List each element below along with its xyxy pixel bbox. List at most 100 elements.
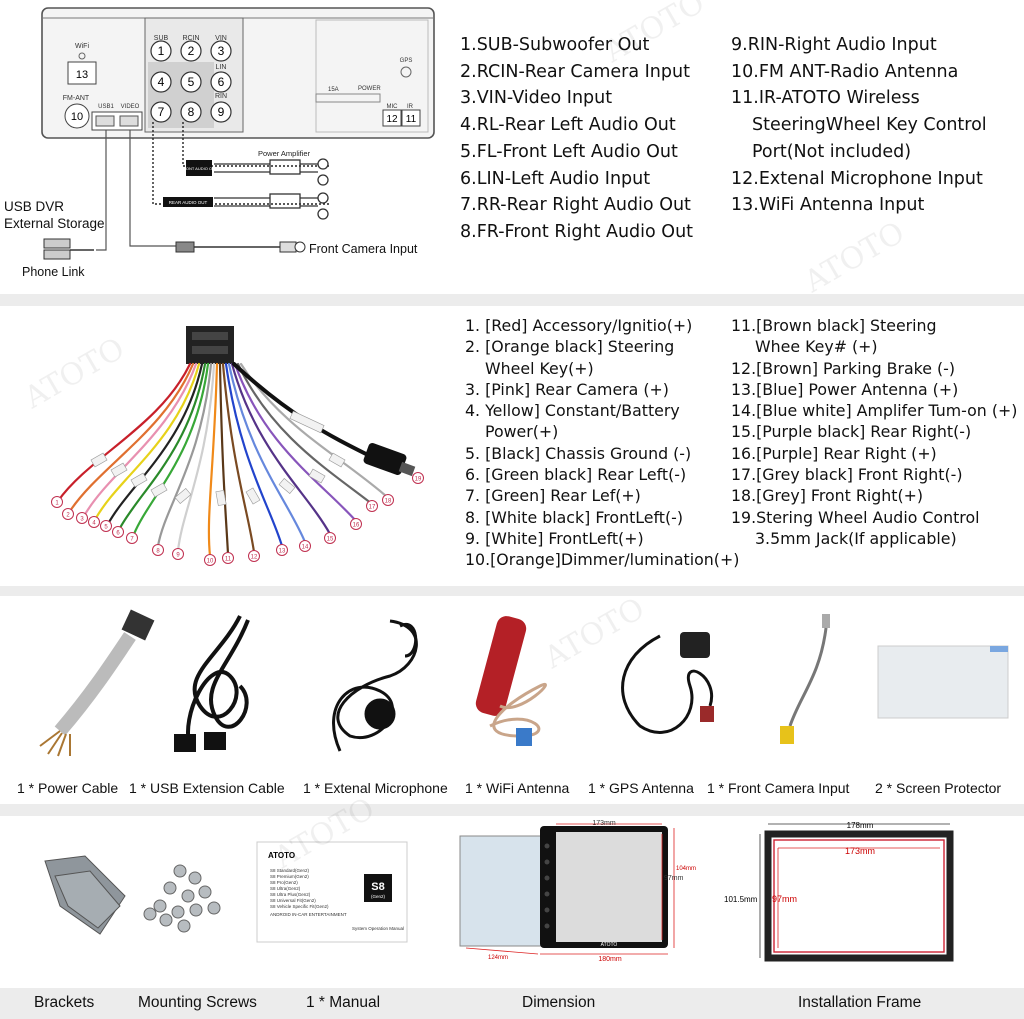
- ir-port-number: 11: [406, 114, 417, 125]
- rin-port-label: RIN: [215, 93, 227, 100]
- rr-port-number: 7: [158, 105, 165, 119]
- manual-model-line: S8 Ultra Plus(Gen2): [270, 892, 311, 897]
- list-item: 17.[Grey black] Front Right(-): [731, 465, 963, 485]
- list-item: Power(+): [485, 422, 559, 442]
- manual-image: ATOTO S8 Standard(Gen2) S8 Premium(Gen2)…: [256, 841, 408, 943]
- frame-inner-width: 173mm: [845, 846, 875, 856]
- dimension-drawing: ATOTO 173mm 104mm 97mm 124mm 180mm: [459, 820, 696, 963]
- accessory-label-power-cable: 1 * Power Cable: [17, 780, 119, 796]
- lin-port-label: LIN: [216, 64, 227, 71]
- dimension-height-right: 104mm: [676, 866, 696, 872]
- harness-marker-number: 1: [55, 501, 59, 507]
- label-manual: 1 * Manual: [306, 994, 381, 1011]
- manual-model-line: S8 Vehicle Specific Fit(Gen2): [270, 904, 329, 909]
- harness-marker-number: 9: [176, 553, 180, 559]
- mounting-screws-image: [143, 864, 221, 933]
- harness-marker: [112, 526, 124, 538]
- frame-outer-height: 101.5mm: [724, 895, 758, 904]
- video-port-label: VIDEO: [121, 104, 140, 110]
- harness-marker: [62, 508, 74, 520]
- list-item: 6. [Green black] Rear Left(-): [465, 465, 687, 485]
- list-item: 2.RCIN-Rear Camera Input: [460, 61, 690, 82]
- harness-marker-number: 10: [207, 559, 214, 565]
- harness-marker: [350, 518, 362, 530]
- list-item: 2. [Orange black] Steering: [465, 337, 675, 357]
- harness-marker-number: 17: [369, 505, 376, 511]
- list-item: 5. [Black] Chassis Ground (-): [465, 443, 692, 463]
- list-item: 4.RL-Rear Left Audio Out: [460, 115, 676, 136]
- harness-marker: [51, 496, 63, 508]
- harness-marker: [248, 550, 260, 562]
- label-installation-frame: Installation Frame: [798, 994, 922, 1011]
- vin-port-label: VIN: [215, 35, 227, 42]
- harness-marker: [382, 494, 394, 506]
- harness-marker: [152, 544, 164, 556]
- manual-model-line: S8 Pro(Gen2): [270, 880, 298, 885]
- sub-port-label: SUB: [154, 35, 169, 42]
- manual-model: S8: [371, 881, 384, 893]
- label-mounting-screws: Mounting Screws: [138, 994, 257, 1011]
- harness-marker-number: 12: [251, 555, 258, 561]
- list-item: 10.FM ANT-Radio Antenna: [731, 61, 959, 82]
- fr-port-number: 8: [188, 105, 195, 119]
- list-item: Whee Key# (+): [755, 337, 878, 357]
- rcin-port-number: 2: [188, 44, 195, 58]
- lin-port-number: 6: [218, 75, 225, 89]
- manual-tagline: ANDROID IN-CAR ENTERTAINMENT: [270, 912, 347, 917]
- harness-marker-number: 15: [327, 537, 334, 543]
- harness-marker-number: 19: [415, 477, 422, 483]
- gps-port-label: GPS: [400, 58, 413, 64]
- harness-marker-number: 6: [116, 531, 120, 537]
- harness-marker: [276, 544, 288, 556]
- harness-marker: [76, 512, 88, 524]
- fuse-label: 15A: [328, 87, 339, 93]
- section-divider: [0, 294, 1024, 306]
- gps-antenna-image: [621, 632, 714, 734]
- front-audio-out-label: FRONT AUDIO OUT: [181, 166, 218, 171]
- accessory-images: [39, 609, 1009, 757]
- harness-marker-number: 2: [66, 513, 70, 519]
- front-camera-input-label: Front Camera Input: [309, 242, 418, 256]
- list-item: 7. [Green] Rear Lef(+): [465, 486, 641, 506]
- harness-marker: [172, 548, 184, 560]
- manual-model-line: S8 Universal Fit(Gen2): [270, 898, 316, 903]
- rl-port-number: 4: [158, 75, 165, 89]
- harness-marker: [204, 554, 216, 566]
- rear-audio-out-label: REAR AUDIO OUT: [169, 200, 208, 205]
- dimension-depth: 124mm: [488, 955, 508, 961]
- harness-marker: [299, 540, 311, 552]
- manual-model-line: S8 Ultra(Gen2): [270, 886, 301, 891]
- frame-outer-width: 178mm: [847, 821, 874, 830]
- harness-marker: [222, 552, 234, 564]
- list-item: 14.[Blue white] Amplifer Tum-on (+): [731, 401, 1018, 421]
- harness-marker-number: 8: [156, 549, 160, 555]
- wifi-port-label: WiFi: [75, 43, 89, 50]
- harness-marker: [324, 532, 336, 544]
- manual-model-sub: (Gen2): [371, 894, 386, 899]
- vin-port-number: 3: [218, 44, 225, 58]
- list-item: 11.IR-ATOTO Wireless: [731, 88, 920, 109]
- wifi-port-number: 13: [76, 69, 88, 81]
- frame-inner-height: 97mm: [772, 894, 797, 904]
- label-bar: [0, 988, 1024, 1019]
- harness-marker: [366, 500, 378, 512]
- list-item: 18.[Grey] Front Right(+): [731, 486, 924, 506]
- harness-marker-number: 18: [385, 499, 392, 505]
- dimension-width-bottom: 180mm: [598, 956, 622, 963]
- dimension-width-top: 173mm: [592, 820, 616, 827]
- wifi-antenna-image: [475, 616, 547, 746]
- front-camera-input-image: [780, 614, 830, 744]
- list-item: 7.RR-Rear Right Audio Out: [460, 195, 691, 216]
- list-item: Wheel Key(+): [485, 358, 594, 378]
- list-item: SteeringWheel Key Control: [752, 115, 987, 136]
- ir-port-label: IR: [407, 104, 414, 110]
- list-item: 10.[Orange]Dimmer/lumination(+): [465, 550, 740, 570]
- list-item: 9. [White] FrontLeft(+): [465, 528, 644, 548]
- list-item: 4. Yellow] Constant/Battery: [465, 401, 680, 421]
- rcin-port-label: RCIN: [182, 35, 199, 42]
- screen-protector-image: [877, 645, 1009, 719]
- fm-ant-port-number: 10: [71, 111, 83, 123]
- section-divider: [0, 586, 1024, 596]
- accessory-label-front-camera: 1 * Front Camera Input: [707, 780, 850, 796]
